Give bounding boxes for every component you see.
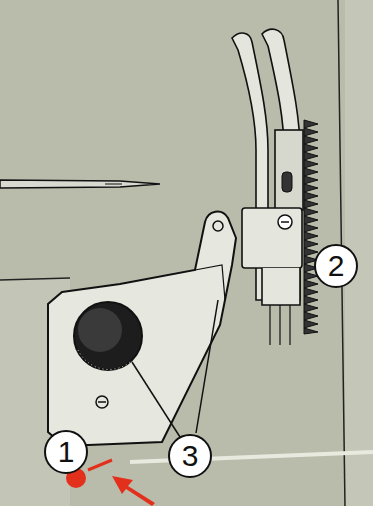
screw-slot <box>281 221 289 223</box>
leader-line <box>196 300 218 433</box>
callout-circle <box>169 435 211 477</box>
callout-circle <box>45 431 87 473</box>
red-arrow <box>112 476 155 506</box>
callout-circle <box>315 245 357 287</box>
callout-number: 1 <box>46 432 86 472</box>
shank-slot <box>282 172 292 192</box>
bed-edge <box>130 452 373 462</box>
knob-face <box>78 308 122 352</box>
screw-slot <box>98 401 106 403</box>
red-mark <box>88 460 112 470</box>
leader-line <box>132 362 180 437</box>
needle <box>0 180 160 188</box>
needle-eye <box>105 184 122 185</box>
knob-ridges <box>78 350 130 369</box>
sole-line <box>289 305 290 345</box>
presser-shank <box>275 130 303 210</box>
knob <box>74 302 142 370</box>
sole-line <box>279 305 280 345</box>
lever-plate <box>48 212 236 446</box>
sole-line <box>269 305 270 345</box>
panel-edge <box>0 278 70 280</box>
lever-fold <box>195 265 225 300</box>
lever-hole <box>213 221 223 231</box>
presser-sole <box>262 268 300 305</box>
feed-dog <box>304 120 318 334</box>
callout-number: 2 <box>316 246 356 286</box>
callout-number: 3 <box>170 436 210 476</box>
presser-clamp <box>242 208 302 268</box>
small-screw <box>96 396 108 408</box>
clamp-screw <box>278 215 292 229</box>
